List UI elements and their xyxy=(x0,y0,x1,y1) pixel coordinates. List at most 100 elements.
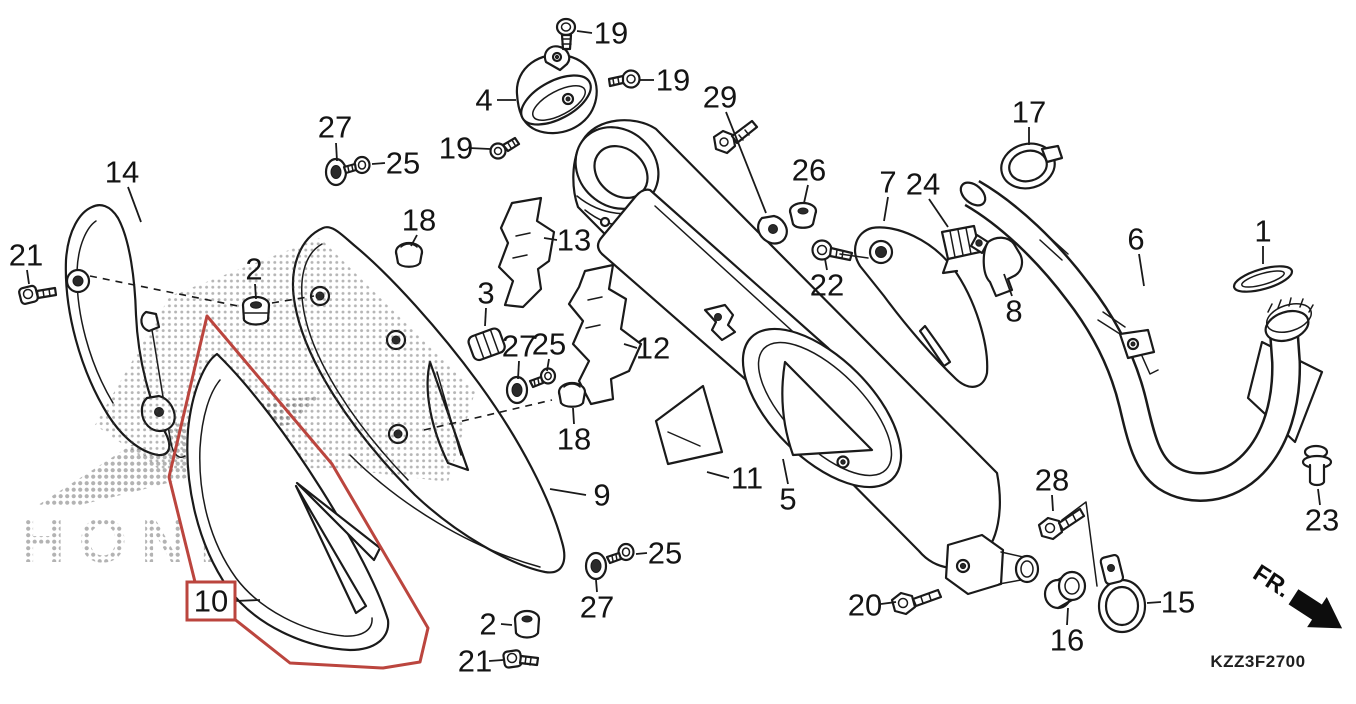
washer-27-mid[interactable] xyxy=(505,375,529,405)
washer-27-bottom[interactable] xyxy=(584,551,608,581)
screw-19-top[interactable] xyxy=(555,17,577,51)
part-label-6[interactable]: 6 xyxy=(1127,222,1145,287)
part-number-text: 10 xyxy=(194,584,228,619)
part-label-24[interactable]: 24 xyxy=(906,167,949,228)
screw-25-bottom[interactable] xyxy=(605,542,635,565)
leader-line xyxy=(880,601,897,605)
bolt-21-bottom[interactable] xyxy=(502,649,540,669)
screw-19-right[interactable] xyxy=(607,69,641,89)
part-label-25-2[interactable]: 25 xyxy=(532,327,566,372)
shield-12-shape[interactable] xyxy=(567,263,643,406)
part-label-12[interactable]: 12 xyxy=(623,331,670,366)
part-label-19[interactable]: 19 xyxy=(576,16,628,51)
leader-line xyxy=(546,358,550,372)
clamp-17-shape[interactable] xyxy=(996,138,1064,194)
part-label-22[interactable]: 22 xyxy=(810,258,844,303)
part-label-27[interactable]: 27 xyxy=(318,110,352,162)
part-label-5[interactable]: 5 xyxy=(779,458,797,517)
rubber-3-shape[interactable] xyxy=(467,327,507,362)
screw-25-top[interactable] xyxy=(342,155,371,175)
part-number-text: 14 xyxy=(105,155,139,190)
part-label-2[interactable]: 2 xyxy=(245,252,263,300)
screw-25-mid[interactable] xyxy=(528,367,557,389)
part-number-text: 21 xyxy=(458,644,492,679)
bolt-28-shape[interactable] xyxy=(1037,507,1086,541)
part-label-19-2[interactable]: 19 xyxy=(640,63,690,98)
leader-line xyxy=(623,343,638,349)
shield-13-shape[interactable] xyxy=(497,196,556,309)
bolt-29-shape[interactable] xyxy=(712,119,759,155)
part-label-4[interactable]: 4 xyxy=(475,83,516,118)
clamp-15-shape[interactable] xyxy=(1097,553,1147,634)
part-number-text: 5 xyxy=(779,482,796,517)
leader-line xyxy=(234,599,261,602)
part-label-7[interactable]: 7 xyxy=(879,165,897,222)
part-label-11[interactable]: 11 xyxy=(706,461,763,496)
part-label-10[interactable]: 10 xyxy=(185,580,261,622)
part-label-25[interactable]: 25 xyxy=(371,146,420,181)
part-number-text: 12 xyxy=(636,331,670,366)
part-label-18-2[interactable]: 18 xyxy=(557,407,591,457)
part-label-27-3[interactable]: 27 xyxy=(580,579,614,625)
bolt-20-shape[interactable] xyxy=(890,588,943,616)
part-number-text: 18 xyxy=(402,203,436,238)
part-label-15[interactable]: 15 xyxy=(1146,585,1195,620)
part-label-26[interactable]: 26 xyxy=(792,153,826,204)
part-label-18[interactable]: 18 xyxy=(402,203,436,247)
part-label-17[interactable]: 17 xyxy=(1012,95,1046,146)
highlight-box xyxy=(185,580,237,622)
leader-line xyxy=(1146,601,1162,604)
grommet-18-top[interactable] xyxy=(394,241,424,268)
washer-27-top[interactable] xyxy=(324,157,348,187)
part-label-16[interactable]: 16 xyxy=(1050,607,1084,658)
part-label-3[interactable]: 3 xyxy=(477,276,495,327)
bracket-7-shape[interactable] xyxy=(854,226,989,388)
part-label-21[interactable]: 21 xyxy=(9,238,43,285)
side-cover-10-shape[interactable] xyxy=(186,352,390,652)
leader-line xyxy=(706,471,730,479)
collar-16-shape[interactable] xyxy=(1043,570,1087,610)
bolt-21-left[interactable] xyxy=(18,284,58,305)
part-label-23[interactable]: 23 xyxy=(1305,488,1339,538)
part-number-text: 25 xyxy=(532,327,566,362)
clamp-24-shape[interactable] xyxy=(940,224,982,275)
end-cover-4-shape[interactable] xyxy=(514,45,599,135)
part-number-text: 24 xyxy=(906,167,940,202)
grommet-18-bottom[interactable] xyxy=(557,381,587,408)
assembly-lines xyxy=(89,253,1098,587)
part-number-text: 4 xyxy=(475,83,492,118)
grommet-2-bottom[interactable] xyxy=(513,609,541,639)
part-label-29[interactable]: 29 xyxy=(703,80,767,214)
part-label-20[interactable]: 20 xyxy=(848,588,897,623)
bolt-22-shape[interactable] xyxy=(811,239,854,262)
screw-19-left[interactable] xyxy=(489,136,521,160)
part-number-text: 16 xyxy=(1050,623,1084,658)
part-label-1[interactable]: 1 xyxy=(1254,214,1272,265)
clamp-8-shape[interactable] xyxy=(969,233,1024,298)
leader-line xyxy=(1051,494,1054,512)
leader-line xyxy=(824,258,828,271)
part-label-21-2[interactable]: 21 xyxy=(458,644,504,679)
part-label-8[interactable]: 8 xyxy=(1003,273,1023,329)
part-label-14[interactable]: 14 xyxy=(105,155,142,223)
part-label-19-3[interactable]: 19 xyxy=(439,131,491,166)
part-label-13[interactable]: 13 xyxy=(543,223,591,258)
grommet-2-top[interactable] xyxy=(241,295,271,326)
part-label-9[interactable]: 9 xyxy=(549,478,611,513)
part-number-text: 6 xyxy=(1127,222,1144,257)
part-label-28[interactable]: 28 xyxy=(1035,463,1069,512)
leader-line xyxy=(572,407,575,425)
grommet-26-shape[interactable] xyxy=(788,201,818,229)
part-label-27-2[interactable]: 27 xyxy=(502,329,536,380)
gasket-1-shape[interactable] xyxy=(1231,261,1294,297)
part-label-2-2[interactable]: 2 xyxy=(479,607,513,642)
muffler-5-shape[interactable] xyxy=(559,110,1040,596)
plate-11-shape[interactable] xyxy=(654,384,724,466)
part-label-25-3[interactable]: 25 xyxy=(635,536,682,571)
plug-23-shape[interactable] xyxy=(1301,444,1333,487)
leader-line xyxy=(26,269,30,285)
exhaust-pipe-6-shape[interactable] xyxy=(956,178,1324,502)
part-number-text: 25 xyxy=(648,536,682,571)
